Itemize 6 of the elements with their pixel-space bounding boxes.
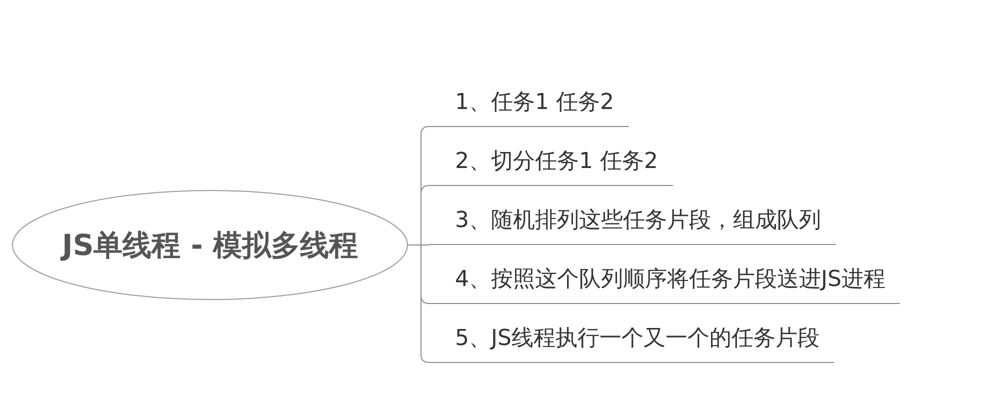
central-topic-text: JS单线程 - 模拟多线程 [62, 227, 358, 263]
branch-topic: 4、按照这个队列顺序将任务片段送进JS进程 [429, 260, 900, 304]
branch-topic: 5、JS线程执行一个又一个的任务片段 [429, 319, 834, 363]
branch-topic: 3、随机排列这些任务片段，组成队列 [429, 201, 836, 245]
branch-topic: 2、切分任务1 任务2 [429, 142, 673, 186]
branch-topic: 1、任务1 任务2 [429, 83, 629, 127]
